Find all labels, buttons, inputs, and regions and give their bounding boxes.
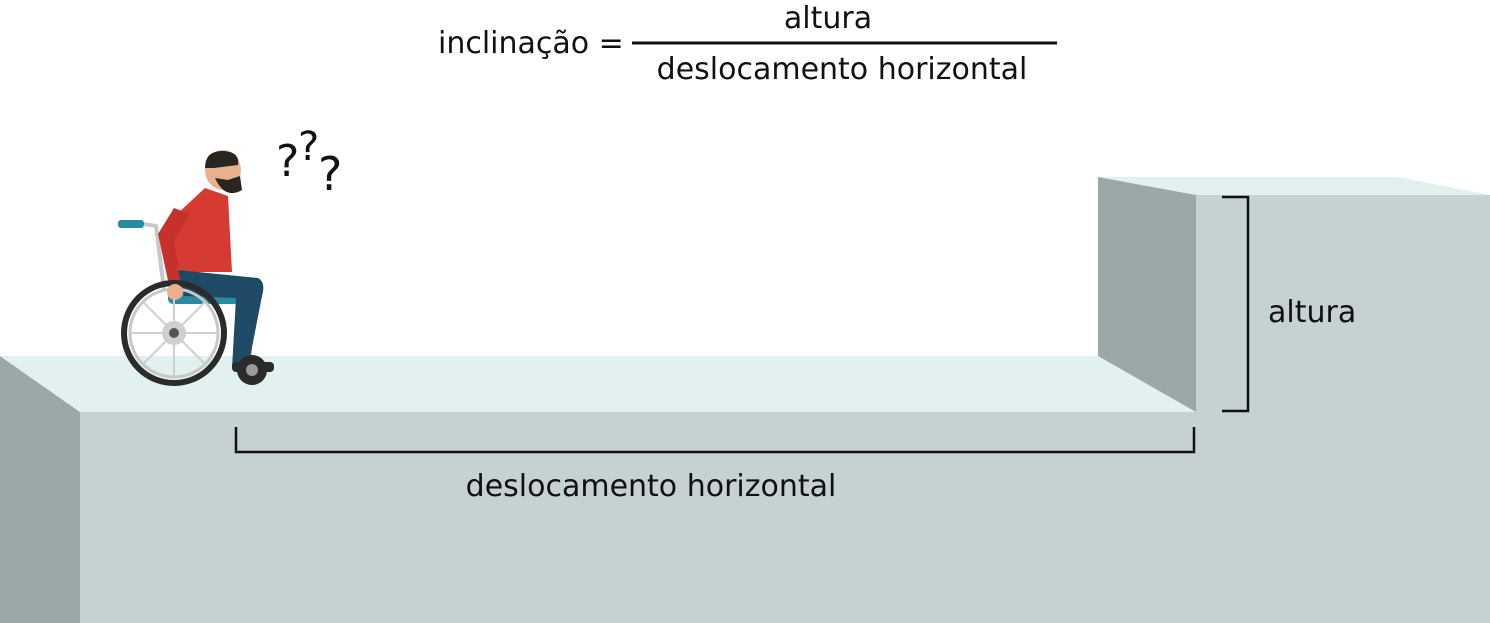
wheelchair-user — [118, 150, 274, 386]
height-bracket — [1222, 195, 1250, 413]
arm — [158, 208, 190, 290]
slope-formula: inclinação = altura deslocamento horizon… — [438, 1, 1057, 87]
question-mark: ? — [298, 124, 319, 170]
beard — [215, 176, 242, 194]
horizontal-bracket — [234, 427, 1196, 454]
formula-denominator: deslocamento horizontal — [657, 52, 1028, 87]
step-block — [1098, 177, 1490, 412]
step-front — [1196, 195, 1490, 412]
base-platform — [0, 356, 1490, 623]
horizontal-label: deslocamento horizontal — [466, 469, 837, 504]
question-marks: ? ? ? — [276, 124, 342, 201]
caster-wheel — [237, 355, 267, 385]
platform-left-side — [0, 356, 80, 623]
platform-top — [0, 356, 1196, 412]
hand — [167, 284, 183, 300]
question-mark: ? — [276, 136, 299, 187]
formula-lhs: inclinação = — [438, 26, 624, 61]
wheel — [121, 280, 227, 386]
step-side — [1098, 177, 1196, 412]
platform-front — [80, 412, 1490, 623]
step-top — [1098, 177, 1490, 195]
torso — [162, 188, 232, 272]
question-mark: ? — [318, 147, 342, 201]
legs — [178, 270, 264, 368]
formula-numerator: altura — [784, 1, 872, 36]
hair — [205, 150, 239, 168]
height-label: altura — [1268, 295, 1356, 330]
